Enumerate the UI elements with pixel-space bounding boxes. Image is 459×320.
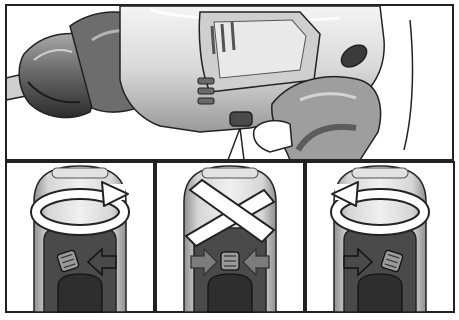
- direction-panels: [6, 162, 454, 312]
- panel-middle: [156, 162, 304, 312]
- housing-top-slot: [52, 168, 108, 178]
- panel-left: [6, 162, 154, 312]
- housing-top-slot: [352, 168, 408, 178]
- trigger-base: [358, 274, 402, 312]
- trigger-base: [58, 274, 102, 312]
- panel-right: [306, 162, 454, 312]
- rotation-switch: [230, 112, 252, 126]
- drill-illustration: [6, 5, 453, 160]
- housing-top-slot: [202, 168, 258, 178]
- trigger-base: [208, 274, 252, 312]
